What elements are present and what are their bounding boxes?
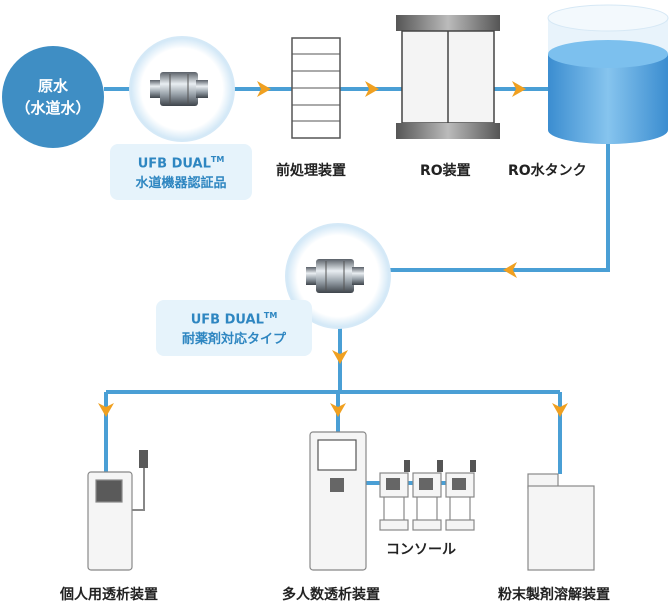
powder-dissolving-label: 粉末製剤溶解装置 [498,587,610,603]
ufb-device-middle [285,223,391,329]
ro-tank-label: RO水タンク [508,163,587,179]
badge-top-name: UFB DUAL [137,156,211,172]
ufb-device-top [129,36,235,142]
ro-device [396,15,500,139]
console-label: コンソール [386,542,456,558]
multi-dialysis-device [309,431,367,571]
console-units [379,460,476,531]
source-label-1: 原水 [37,77,68,95]
badge-top-sub: 水道機器認証品 [135,176,227,192]
ro-water-tank [547,4,669,144]
ufb-badge-middle: UFB DUALTM 耐薬剤対応タイプ [156,300,312,357]
raw-water-source: 原水 （水道水） [2,46,104,148]
ro-label: RO装置 [420,163,471,179]
badge-mid-sub: 耐薬剤対応タイプ [181,332,286,348]
source-label-2: （水道水） [15,99,91,117]
powder-dissolving-device [527,473,595,571]
multi-dialysis-label: 多人数透析装置 [282,587,380,603]
pretreatment-label: 前処理装置 [276,163,346,179]
badge-mid-tm: TM [263,311,278,320]
pretreatment-device [291,37,341,139]
return-pipe [390,140,610,272]
badge-mid-name: UFB DUAL [190,312,264,328]
badge-top-tm: TM [210,155,225,164]
personal-dialysis-label: 個人用透析装置 [60,587,158,603]
personal-dialysis-device [87,450,148,571]
ufb-badge-top: UFB DUALTM 水道機器認証品 [110,144,252,201]
